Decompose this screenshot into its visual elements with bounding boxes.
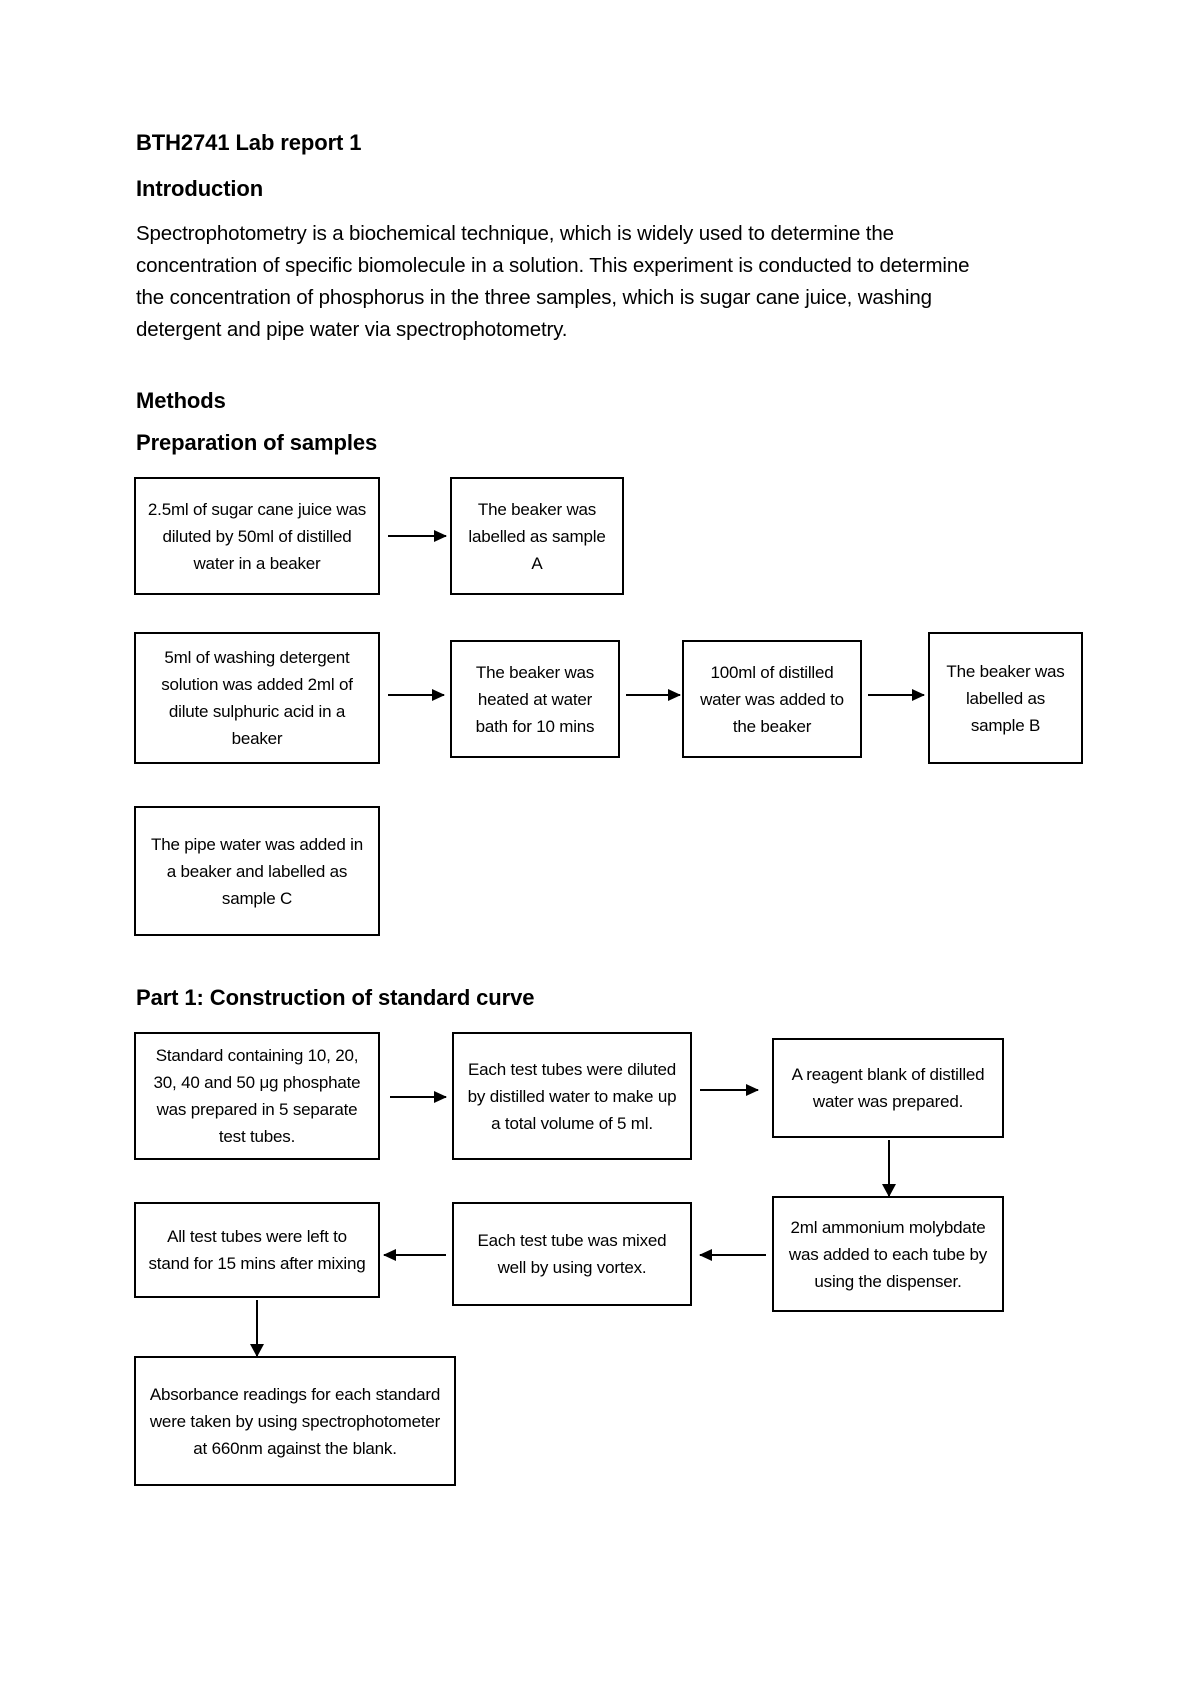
flow-box-text: Each test tubes were diluted by distille…	[467, 1059, 677, 1133]
flow-box-prep-c1: The pipe water was added in a beaker and…	[134, 806, 380, 936]
flow-box-text: The beaker was labelled as sample A	[468, 499, 606, 573]
flow-box-prep-b4: The beaker was labelled as sample B	[928, 632, 1083, 764]
flow-arrow-part1-r2c3-r2c2	[699, 1249, 766, 1261]
flow-box-prep-b3: 100ml of distilled water was added to th…	[682, 640, 862, 758]
flow-box-part1-r2c3: 2ml ammonium molybdate was added to each…	[772, 1196, 1004, 1312]
flow-box-prep-a2: The beaker was labelled as sample A	[450, 477, 624, 595]
heading-part-1: Part 1: Construction of standard curve	[136, 985, 535, 1010]
flow-arrow-part1-r2c2-r2c1	[383, 1249, 446, 1261]
flow-box-text: 2ml ammonium molybdate was added to each…	[788, 1217, 988, 1291]
flow-arrow-part1-r1c3-r2c3	[882, 1140, 896, 1197]
flow-box-text: The beaker was heated at water bath for …	[475, 662, 595, 736]
flow-arrow-prep-b3-b4	[868, 689, 925, 701]
flow-box-part1-r3c1: Absorbance readings for each standard we…	[134, 1356, 456, 1486]
flow-box-prep-a1: 2.5ml of sugar cane juice was diluted by…	[134, 477, 380, 595]
flow-box-text: A reagent blank of distilled water was p…	[791, 1065, 985, 1111]
flow-box-text: The beaker was labelled as sample B	[946, 661, 1065, 735]
flow-box-text: 2.5ml of sugar cane juice was diluted by…	[147, 499, 367, 573]
flow-box-part1-r2c1: All test tubes were left to stand for 15…	[134, 1202, 380, 1298]
flow-arrow-prep-a1-a2	[388, 530, 447, 542]
heading-preparation-of-samples: Preparation of samples	[136, 430, 378, 455]
flow-box-prep-b1: 5ml of washing detergent solution was ad…	[134, 632, 380, 764]
flow-arrow-part1-r1c2-r1c3	[700, 1084, 759, 1096]
flow-box-text: The pipe water was added in a beaker and…	[151, 834, 363, 908]
flow-box-part1-r1c3: A reagent blank of distilled water was p…	[772, 1038, 1004, 1138]
flow-box-prep-b2: The beaker was heated at water bath for …	[450, 640, 620, 758]
flow-arrow-prep-b2-b3	[626, 689, 681, 701]
flow-box-text: Absorbance readings for each standard we…	[149, 1384, 441, 1458]
flow-box-part1-r2c2: Each test tube was mixed well by using v…	[452, 1202, 692, 1306]
flow-box-text: Each test tube was mixed well by using v…	[477, 1231, 667, 1277]
flow-arrow-prep-b1-b2	[388, 689, 445, 701]
page-title: BTH2741 Lab report 1	[136, 130, 362, 155]
flow-arrow-part1-r1c1-r1c2	[390, 1091, 447, 1103]
introduction-paragraph: Spectrophotometry is a biochemical techn…	[136, 222, 970, 341]
flow-arrow-part1-r2c1-r3c1	[250, 1300, 264, 1357]
flow-box-text: Standard containing 10, 20, 30, 40 and 5…	[153, 1046, 361, 1146]
flow-box-text: 5ml of washing detergent solution was ad…	[161, 648, 353, 748]
heading-methods: Methods	[136, 388, 226, 413]
heading-introduction: Introduction	[136, 176, 264, 201]
flow-box-text: All test tubes were left to stand for 15…	[148, 1227, 366, 1273]
flow-box-part1-r1c1: Standard containing 10, 20, 30, 40 and 5…	[134, 1032, 380, 1160]
flow-box-part1-r1c2: Each test tubes were diluted by distille…	[452, 1032, 692, 1160]
flow-box-text: 100ml of distilled water was added to th…	[700, 662, 844, 736]
